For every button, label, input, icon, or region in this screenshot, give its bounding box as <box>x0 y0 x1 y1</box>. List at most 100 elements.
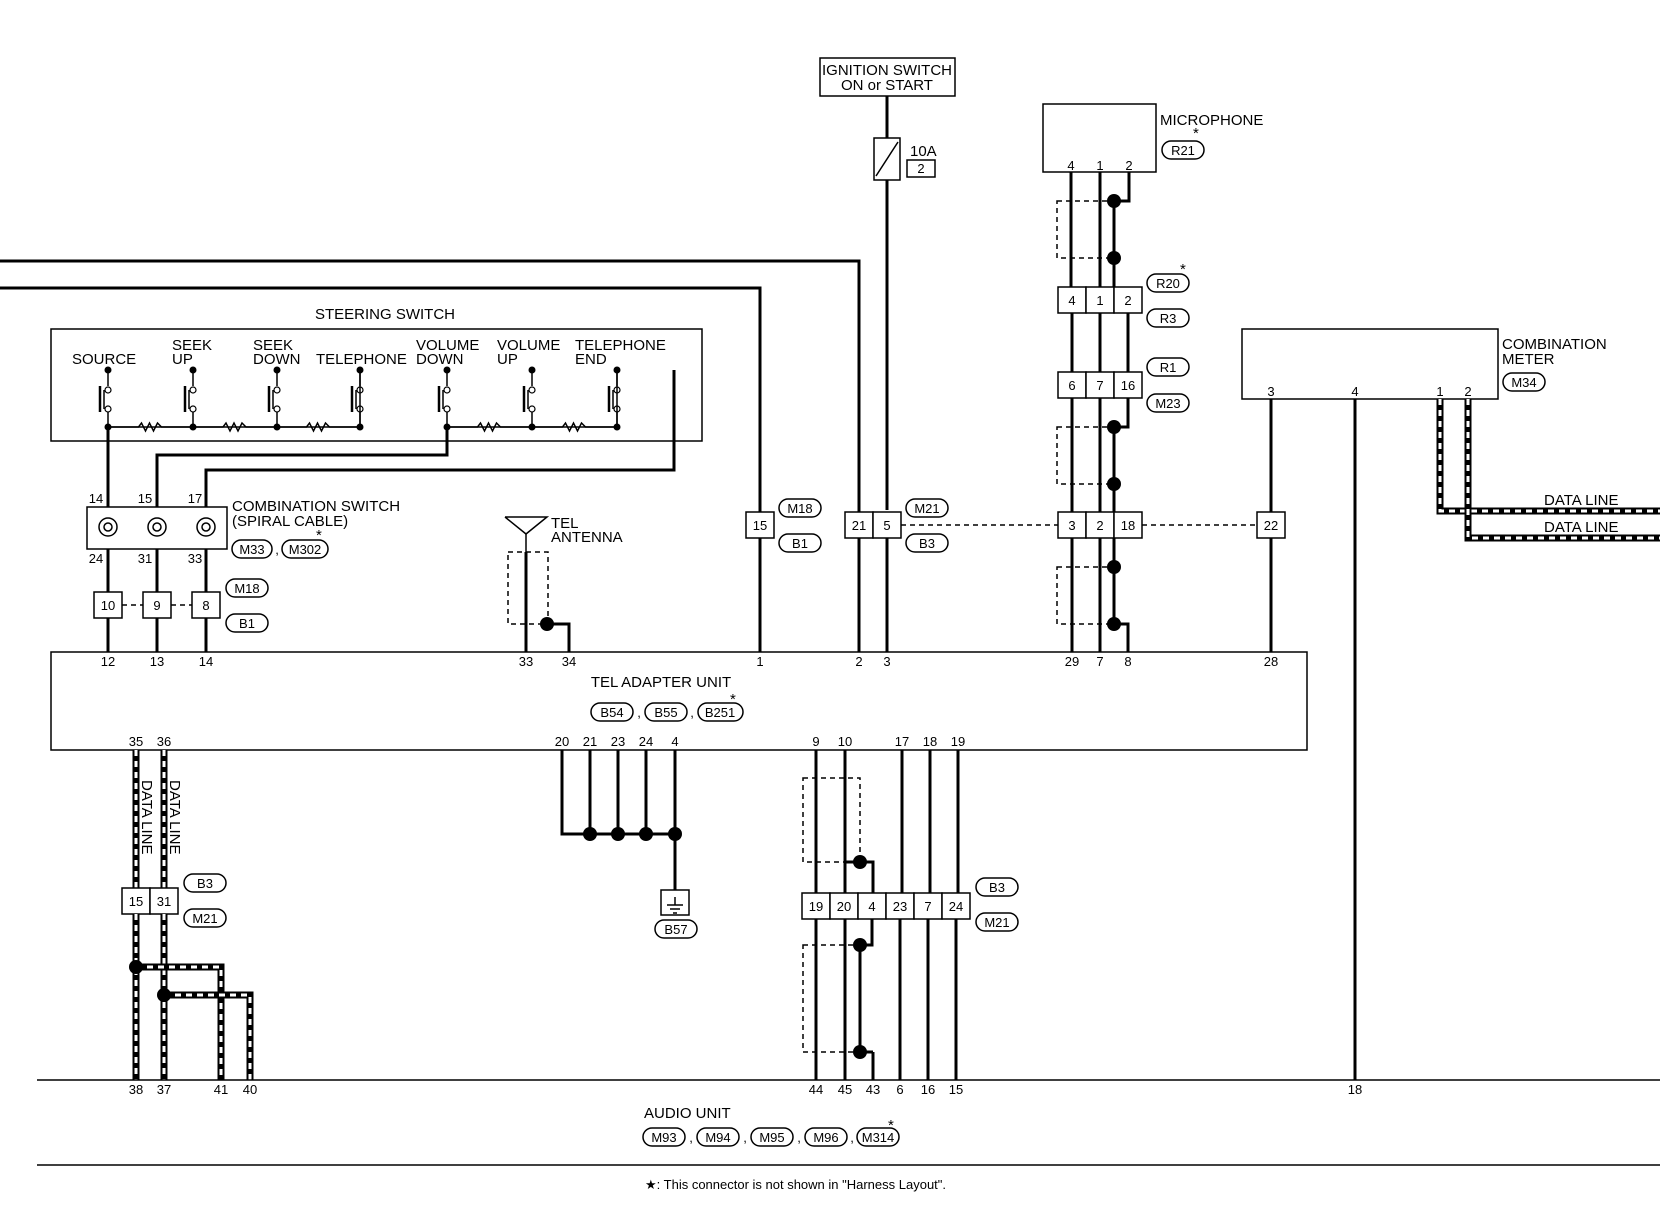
joint-pin: 15 <box>129 894 143 909</box>
joint-pin: 9 <box>153 598 160 613</box>
joint-pin: 2 <box>1096 518 1103 533</box>
resistor <box>108 421 193 433</box>
data-line-right: DATA LINE DATA LINE <box>1436 399 1660 542</box>
steering-internal-wiring <box>108 370 618 428</box>
audio-unit-pin: 44 <box>809 1082 823 1097</box>
svg-text:,: , <box>797 1130 801 1145</box>
meter-pin: 2 <box>1464 384 1471 399</box>
asterisk-m314: * <box>888 1117 894 1134</box>
svg-text:,: , <box>850 1130 854 1145</box>
fuse: 10A 2 <box>873 137 937 181</box>
data-line-left: DATA LINE DATA LINE <box>132 750 183 888</box>
tel-adapter-pin: 10 <box>838 734 852 749</box>
switch-symbols <box>98 366 621 433</box>
joint-m18-b1-left: 10 9 8 M18 B1 <box>93 578 269 633</box>
audio-unit-pin: 37 <box>157 1082 171 1097</box>
connector-m314: M314 <box>862 1130 895 1145</box>
joint-pin: 20 <box>837 899 851 914</box>
connector-r1: R1 <box>1160 360 1177 375</box>
steering-switch: STEERING SWITCH SOURCE SEEK UP SEEK DOWN… <box>50 306 703 442</box>
connector-m96: M96 <box>813 1130 838 1145</box>
joint-pin: 15 <box>753 518 767 533</box>
switch-symbol <box>267 366 281 431</box>
tel-adapter-pin: 1 <box>756 654 763 669</box>
svg-text:,: , <box>743 1130 747 1145</box>
tel-adapter-pin: 29 <box>1065 654 1079 669</box>
spiral-pin: 24 <box>89 551 103 566</box>
connector-m33: M33 <box>239 542 264 557</box>
joint-pin: 18 <box>1121 518 1135 533</box>
joint-m21-b3: 21 5 M21 B3 <box>844 498 949 553</box>
connector-m21: M21 <box>914 501 939 516</box>
switch-label: DOWN <box>253 351 301 368</box>
tel-adapter-pin: 34 <box>562 654 576 669</box>
joint-pin: 23 <box>893 899 907 914</box>
tel-adapter-pin: 13 <box>150 654 164 669</box>
combination-meter: COMBINATION METER M34 3 4 1 2 <box>1241 328 1607 400</box>
tel-adapter-pin: 28 <box>1264 654 1278 669</box>
joint-pin: 21 <box>852 518 866 533</box>
switch-label: END <box>575 351 607 368</box>
connector-b1: B1 <box>792 536 808 551</box>
meter-label-2: METER <box>1502 351 1555 368</box>
connector-r21: R21 <box>1171 143 1195 158</box>
combination-switch: COMBINATION SWITCH (SPIRAL CABLE) M33 M3… <box>86 491 400 566</box>
resistor <box>532 421 617 433</box>
connector-b1: B1 <box>239 616 255 631</box>
connector-b3: B3 <box>989 880 1005 895</box>
switch-label: VOLUME <box>497 337 560 354</box>
resistor <box>193 421 277 433</box>
switch-label: TELEPHONE <box>316 351 407 368</box>
data-line-lower <box>129 914 254 1080</box>
tel-adapter-pin: 17 <box>895 734 909 749</box>
joint-pin: 24 <box>949 899 963 914</box>
audio-unit: AUDIO UNIT M93 M94 M95 M96 M314 * <box>37 1079 1660 1166</box>
fuse-number: 2 <box>917 161 924 176</box>
connector-m18: M18 <box>787 501 812 516</box>
audio-joint-wiring <box>802 750 960 893</box>
tel-adapter-pin: 35 <box>129 734 143 749</box>
svg-text:,: , <box>637 705 641 720</box>
joint-pin: 3 <box>1068 518 1075 533</box>
switch-label: UP <box>172 351 193 368</box>
connector-m21: M21 <box>984 915 1009 930</box>
joint-r20-r3: 4 1 2 R20 * R3 <box>1057 261 1190 328</box>
fuse-rating: 10A <box>910 143 937 160</box>
switch-label: DOWN <box>416 351 464 368</box>
tel-adapter-pin: 9 <box>812 734 819 749</box>
joint-pin: 6 <box>1068 378 1075 393</box>
tel-adapter-pin: 19 <box>951 734 965 749</box>
connector-r3: R3 <box>1160 311 1177 326</box>
footnote: ★: This connector is not shown in "Harne… <box>645 1177 946 1192</box>
audio-unit-pin: 38 <box>129 1082 143 1097</box>
data-line-label: DATA LINE <box>1544 492 1618 509</box>
connector-m18: M18 <box>234 581 259 596</box>
data-line-label: DATA LINE <box>138 780 155 854</box>
connector-m23: M23 <box>1155 396 1180 411</box>
audio-joint-lower-wiring <box>802 919 958 1080</box>
tel-antenna: TEL ANTENNA <box>504 515 623 652</box>
audio-unit-pin: 6 <box>896 1082 903 1097</box>
spiral-pin: 14 <box>89 491 103 506</box>
antenna-label: TEL <box>551 515 579 532</box>
connector-r20: R20 <box>1156 276 1180 291</box>
tel-adapter-pin: 33 <box>519 654 533 669</box>
connector-m93: M93 <box>651 1130 676 1145</box>
svg-text:,: , <box>690 705 694 720</box>
mic-pin: 4 <box>1067 158 1074 173</box>
joint-r1-m23: 6 7 16 R1 M23 <box>1057 357 1190 413</box>
tel-adapter-pin: 23 <box>611 734 625 749</box>
asterisk-b251: * <box>730 691 736 708</box>
audio-unit-pin: 41 <box>214 1082 228 1097</box>
switch-symbol <box>437 366 451 431</box>
data-line-label: DATA LINE <box>166 780 183 854</box>
tel-adapter-pin: 21 <box>583 734 597 749</box>
joint-pin: 19 <box>809 899 823 914</box>
joint-mic-row3: 3 2 18 <box>1057 511 1143 539</box>
combination-switch-label-2: (SPIRAL CABLE) <box>232 513 348 530</box>
ground-b57: B57 <box>560 750 698 939</box>
microphone: MICROPHONE R21 * 4 1 2 <box>1042 103 1263 173</box>
